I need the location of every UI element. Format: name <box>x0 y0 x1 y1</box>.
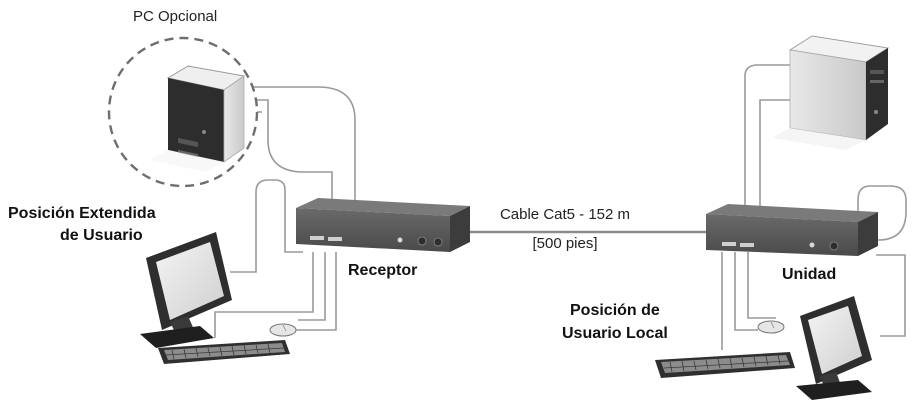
unit-device <box>706 204 878 256</box>
local-pc <box>772 35 890 150</box>
cable-label-line1: Cable Cat5 - 152 m <box>499 206 631 223</box>
extended-mouse <box>269 323 297 337</box>
local-station-label-line1: Posición de <box>570 302 660 319</box>
cable-unit-monitor <box>876 254 906 337</box>
cables <box>214 64 907 350</box>
optional-pc-label: PC Opcional <box>133 8 218 25</box>
cable-unit-loop <box>857 185 907 241</box>
cable-unit-pc-b <box>759 99 792 222</box>
extended-monitor-screen <box>156 242 224 320</box>
local-monitor-stand <box>796 380 872 400</box>
local-station-label-line2: Usuario Local <box>562 325 668 342</box>
local-monitor <box>796 296 872 400</box>
receiver-device <box>296 198 470 252</box>
cable-pc-receiver-c <box>267 139 333 210</box>
local-keyboard <box>655 352 795 378</box>
cable-label-line2: [500 pies] <box>532 235 598 252</box>
extended-monitor-stand <box>140 326 214 348</box>
optional-pc-tower-front <box>168 78 224 162</box>
cable-pc-receiver-a <box>238 86 356 210</box>
cable-receiver-keyboard <box>214 252 314 338</box>
local-pc-tower-front <box>866 48 888 140</box>
cable-receiver-mouse <box>298 252 326 321</box>
optional-pc <box>107 36 259 188</box>
receiver-label: Receptor <box>348 262 418 279</box>
extended-station-label-line1: Posición Extendida <box>8 205 156 222</box>
local-mouse <box>757 320 785 334</box>
extended-keyboard <box>158 340 290 364</box>
extended-station-label-line2: de Usuario <box>60 227 143 244</box>
cable-unit-pc-a <box>744 64 792 222</box>
extended-monitor <box>140 232 232 348</box>
local-pc-tower-side <box>789 49 867 141</box>
unit-label: Unidad <box>782 266 837 283</box>
cable-unit-mouse <box>734 252 758 331</box>
local-monitor-screen <box>808 306 862 374</box>
cable-receiver-monitor <box>230 179 303 273</box>
